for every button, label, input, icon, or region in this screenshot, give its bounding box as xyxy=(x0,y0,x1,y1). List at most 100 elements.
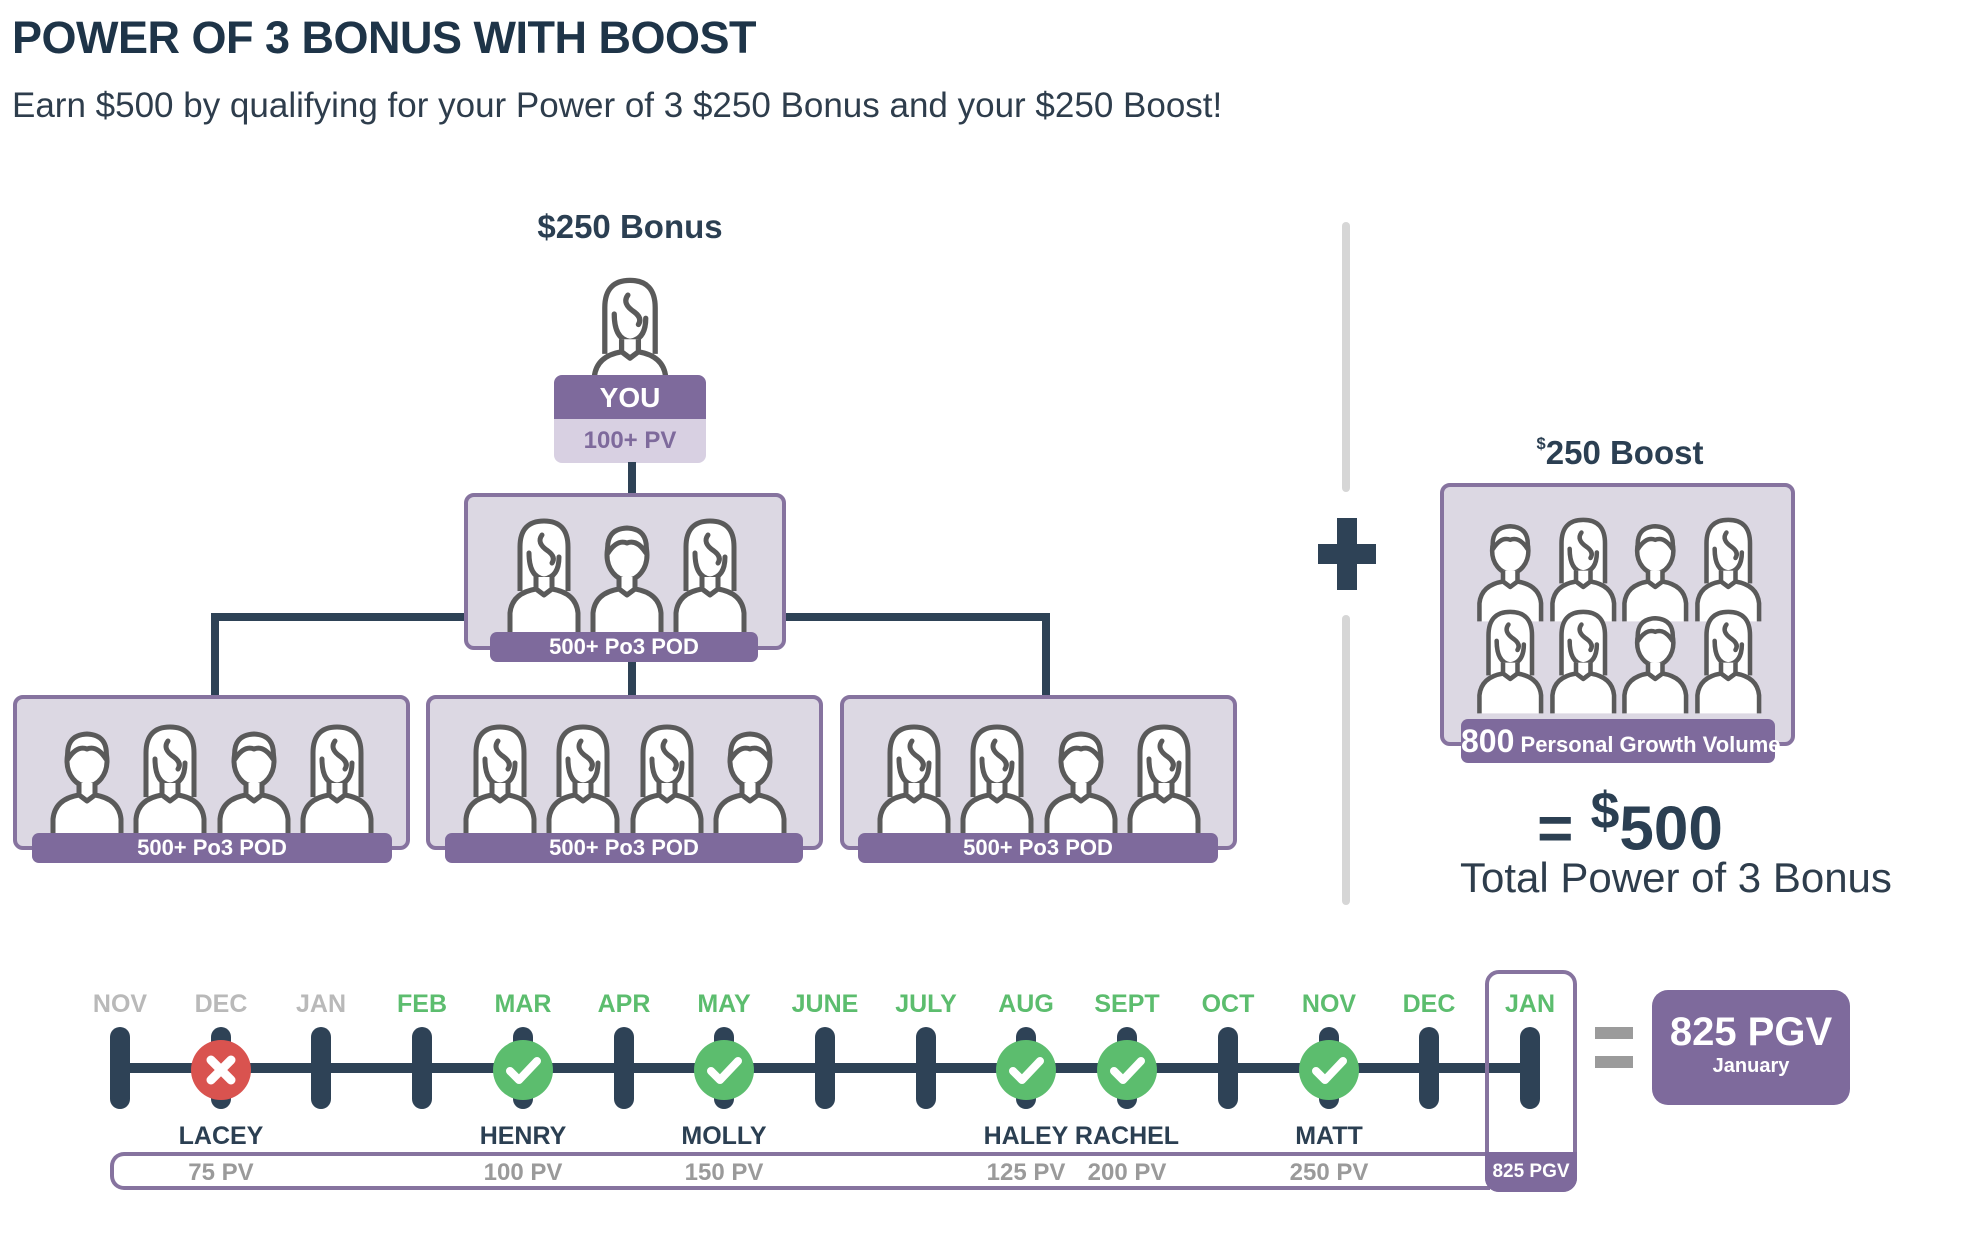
woman-icon xyxy=(463,724,537,839)
boost-currency: $ xyxy=(1536,435,1546,454)
pod-3-label: 500+ Po3 POD xyxy=(858,833,1218,863)
boost-back-row xyxy=(1474,507,1764,627)
month-label: NOV xyxy=(92,990,148,1018)
top-pod-people xyxy=(504,513,750,633)
month-label: JUNE xyxy=(791,990,859,1018)
x-icon xyxy=(191,1040,251,1100)
month-tick xyxy=(815,1027,835,1109)
you-label: YOU xyxy=(554,375,706,419)
month-label: JAN xyxy=(295,990,346,1018)
woman-icon xyxy=(960,724,1034,839)
connector-left-horizontal xyxy=(211,613,469,621)
boost-heading: $250 Boost xyxy=(1460,434,1780,472)
connector-right-vertical xyxy=(1042,613,1050,697)
page-title: POWER OF 3 BONUS WITH BOOST xyxy=(12,12,757,63)
month-tick xyxy=(110,1027,130,1109)
month-label: AUG xyxy=(998,990,1054,1018)
you-figure xyxy=(588,272,672,398)
woman-icon xyxy=(630,724,704,839)
you-card: YOU 100+ PV xyxy=(554,375,706,463)
total-amount: = $500 xyxy=(1460,780,1800,865)
month-tick xyxy=(1218,1027,1238,1109)
month-label: OCT xyxy=(1201,990,1255,1018)
equals-icon xyxy=(1595,1027,1633,1085)
member-name: MATT xyxy=(1295,1122,1363,1150)
woman-icon xyxy=(1694,517,1761,622)
month-tick xyxy=(614,1027,634,1109)
month-tick xyxy=(412,1027,432,1109)
divider-top xyxy=(1342,222,1350,492)
pod-2-people xyxy=(460,719,790,839)
month-label: JULY xyxy=(895,990,957,1018)
highlight-pgv: 825 PGV xyxy=(1485,1152,1577,1192)
woman-icon xyxy=(1549,517,1616,622)
month-label: SEPT xyxy=(1094,990,1160,1018)
member-pv: 125 PV xyxy=(986,1159,1066,1186)
man-icon xyxy=(1622,523,1689,622)
connector-left-vertical xyxy=(211,613,219,697)
man-icon xyxy=(50,731,124,839)
woman-icon xyxy=(546,724,620,839)
pod-1-label: 500+ Po3 POD xyxy=(32,833,392,863)
member-pv: 75 PV xyxy=(188,1159,254,1186)
woman-icon xyxy=(133,724,207,839)
month-label: MAY xyxy=(697,990,751,1018)
woman-icon xyxy=(1694,609,1761,714)
woman-icon xyxy=(300,724,374,839)
woman-icon xyxy=(507,518,581,633)
pod-2-label: 500+ Po3 POD xyxy=(445,833,803,863)
member-name: HALEY xyxy=(983,1122,1069,1150)
woman-icon xyxy=(673,518,747,633)
pod-1-people xyxy=(47,719,377,839)
month-tick xyxy=(1520,1027,1540,1109)
boost-label-value: 800 xyxy=(1461,723,1515,759)
month-label: JAN xyxy=(1504,990,1555,1018)
connector-right-horizontal xyxy=(782,613,1050,621)
page-subtitle: Earn $500 by qualifying for your Power o… xyxy=(12,86,1223,125)
member-pv: 100 PV xyxy=(483,1159,563,1186)
member-name: HENRY xyxy=(479,1122,567,1150)
total-currency: $ xyxy=(1590,781,1620,839)
total-equals: = xyxy=(1537,794,1574,864)
month-label: FEB xyxy=(397,990,447,1018)
total-label: Total Power of 3 Bonus xyxy=(1460,854,1892,901)
pgv-total-month: January xyxy=(1712,1055,1790,1077)
pgv-total-value: 825 PGV xyxy=(1669,1010,1833,1054)
member-name: RACHEL xyxy=(1074,1122,1180,1150)
pv-row-box xyxy=(110,1152,1490,1190)
boost-label: 800 Personal Growth Volume xyxy=(1461,719,1781,763)
check-icon xyxy=(694,1040,754,1100)
check-icon xyxy=(996,1040,1056,1100)
top-pod-label: 500+ Po3 POD xyxy=(490,632,758,662)
check-icon xyxy=(1299,1040,1359,1100)
man-icon xyxy=(1622,615,1689,714)
pod-3-people xyxy=(874,719,1204,839)
month-label: NOV xyxy=(1301,990,1357,1018)
you-requirement: 100+ PV xyxy=(554,419,706,463)
man-icon xyxy=(1044,731,1118,839)
total-value: 500 xyxy=(1619,794,1723,864)
woman-icon xyxy=(1477,609,1544,714)
pod-1 xyxy=(13,695,410,850)
boost-label-text: Personal Growth Volume xyxy=(1520,732,1781,757)
member-pv: 150 PV xyxy=(684,1159,764,1186)
pgv-total-card: 825 PGV January xyxy=(1652,990,1850,1105)
month-tick xyxy=(916,1027,936,1109)
check-icon xyxy=(493,1040,553,1100)
boost-front-row xyxy=(1474,599,1764,719)
pod-2 xyxy=(426,695,823,850)
month-label: DEC xyxy=(194,990,248,1018)
member-pv: 200 PV xyxy=(1087,1159,1167,1186)
plus-icon xyxy=(1318,518,1376,590)
woman-icon xyxy=(877,724,951,839)
member-pv: 250 PV xyxy=(1289,1159,1369,1186)
connector-you-to-pod xyxy=(628,462,636,496)
divider-bottom xyxy=(1342,615,1350,905)
man-icon xyxy=(713,731,787,839)
month-tick xyxy=(1419,1027,1439,1109)
connector-center-vertical xyxy=(628,660,636,697)
month-label: APR xyxy=(597,990,651,1018)
pod-3 xyxy=(840,695,1237,850)
member-name: MOLLY xyxy=(681,1122,767,1150)
month-label: MAR xyxy=(494,990,552,1018)
